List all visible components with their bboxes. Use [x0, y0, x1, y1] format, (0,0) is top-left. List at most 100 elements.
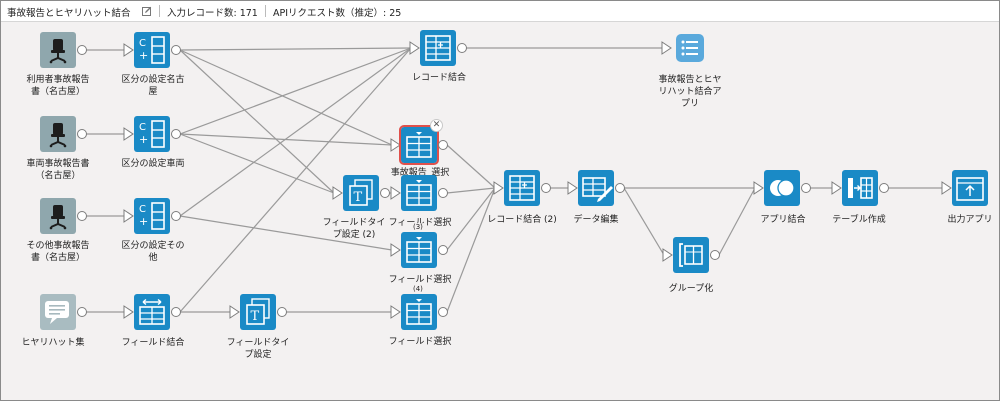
edit-icon[interactable] [142, 6, 152, 16]
node-label: テーブル作成 [809, 214, 909, 226]
node-label-line: 利用者事故報告 [26, 75, 90, 85]
node-field-select-d[interactable] [401, 294, 437, 330]
node-label: アプリ結合 [733, 214, 833, 226]
node-label-line: フィールドタイ [226, 338, 290, 348]
connection-line [179, 47, 412, 51]
node-label: 出力アプリ [920, 214, 999, 226]
output-port[interactable] [438, 245, 448, 255]
input-port [661, 41, 672, 55]
output-port[interactable] [879, 183, 889, 193]
svg-text:+: + [139, 133, 148, 146]
node-src-user-report[interactable] [40, 32, 76, 68]
output-port[interactable] [457, 43, 467, 53]
output-port[interactable] [380, 188, 390, 198]
output-port[interactable] [710, 250, 720, 260]
node-src-other-report[interactable] [40, 198, 76, 234]
node-label-line: （名古屋） [35, 171, 81, 181]
output-port[interactable] [171, 129, 181, 139]
output-port[interactable] [171, 211, 181, 221]
output-port[interactable] [171, 45, 181, 55]
input-port [390, 243, 401, 257]
flow-canvas[interactable]: 利用者事故報告書（名古屋）車両事故報告書（名古屋）その他事故報告書（名古屋）ヒヤ… [1, 22, 999, 400]
output-port[interactable] [277, 307, 287, 317]
node-src-hiyari[interactable] [40, 294, 76, 330]
node-calc-other[interactable]: C+ [134, 198, 170, 234]
node-record-join-top[interactable] [420, 30, 456, 66]
input-port [390, 186, 401, 200]
node-label: レコード結合 [389, 72, 489, 84]
node-src-vehicle-report[interactable] [40, 116, 76, 152]
node-record-join-2[interactable] [504, 170, 540, 206]
office-chair-icon [49, 39, 67, 64]
output-port[interactable] [801, 183, 811, 193]
node-field-select-b[interactable] [401, 175, 437, 211]
input-port [390, 305, 401, 319]
close-icon[interactable]: ✕ [430, 119, 443, 132]
output-port[interactable] [77, 45, 87, 55]
node-label-line: フィールドタイ [322, 218, 386, 228]
field-merge-icon [139, 298, 165, 325]
record-join-icon [425, 35, 451, 61]
field-select-icon [406, 180, 432, 206]
output-port[interactable] [77, 211, 87, 221]
node-label: 区分の設定名古屋 [103, 74, 203, 98]
connection-line [179, 49, 335, 194]
field-select-icon [406, 299, 432, 325]
input-port [409, 41, 420, 55]
node-label: その他事故報告書（名古屋） [8, 240, 108, 264]
node-label: 区分の設定その他 [103, 240, 203, 264]
group-icon [679, 243, 703, 267]
node-field-join[interactable] [134, 294, 170, 330]
node-table-create[interactable] [842, 170, 878, 206]
output-port[interactable] [615, 183, 625, 193]
connection-line [179, 47, 412, 313]
node-label: 事故報告とヒヤリハット結合アプリ [640, 74, 740, 110]
node-out-app-top[interactable] [672, 30, 708, 66]
header-divider [265, 5, 266, 17]
input-port [332, 186, 343, 200]
input-port [123, 209, 134, 223]
chat-bubble-icon [45, 301, 69, 324]
node-label-line: 区分の設定車両 [121, 159, 185, 169]
node-label: レコード結合 (2) [472, 214, 572, 226]
output-port[interactable] [438, 140, 448, 150]
node-data-edit[interactable] [578, 170, 614, 206]
node-label: フィールド選択 [370, 336, 470, 348]
node-group[interactable] [673, 237, 709, 273]
office-chair-icon [49, 123, 67, 148]
input-port [941, 181, 952, 195]
svg-text:C: C [139, 38, 146, 49]
node-field-type[interactable]: T [240, 294, 276, 330]
output-port[interactable] [77, 129, 87, 139]
node-label-line: 車両事故報告書 [26, 159, 90, 169]
api-request-count: APIリクエスト数（推定）: 25 [273, 8, 402, 19]
node-label-line: テーブル作成 [832, 215, 886, 225]
input-port [662, 248, 673, 262]
output-port[interactable] [541, 183, 551, 193]
node-field-type-2[interactable]: T [343, 175, 379, 211]
node-calc-nagoya[interactable]: C+ [134, 32, 170, 68]
svg-text:T: T [354, 190, 363, 205]
node-label-line: グループ化 [668, 284, 714, 294]
output-port[interactable] [171, 307, 181, 317]
node-field-select-c[interactable] [401, 232, 437, 268]
input-port [123, 43, 134, 57]
output-port[interactable] [438, 307, 448, 317]
node-label-line: その他事故報告 [26, 241, 90, 251]
node-label-line: プ設定 [244, 350, 272, 360]
node-label-line: データ編集 [573, 215, 619, 225]
node-label-line: アプリ結合 [760, 215, 806, 225]
node-calc-vehicle[interactable]: C+ [134, 116, 170, 152]
node-badge: (4) [413, 285, 423, 293]
node-app-join[interactable] [764, 170, 800, 206]
input-port [753, 181, 764, 195]
node-field-select-a[interactable] [399, 125, 439, 165]
output-port[interactable] [438, 188, 448, 198]
record-join-icon [509, 175, 535, 201]
node-label: 事故報告_選択 [370, 167, 470, 179]
output-app-icon [956, 177, 984, 201]
output-port[interactable] [77, 307, 87, 317]
node-output-app[interactable] [952, 170, 988, 206]
connection-line [446, 187, 496, 251]
